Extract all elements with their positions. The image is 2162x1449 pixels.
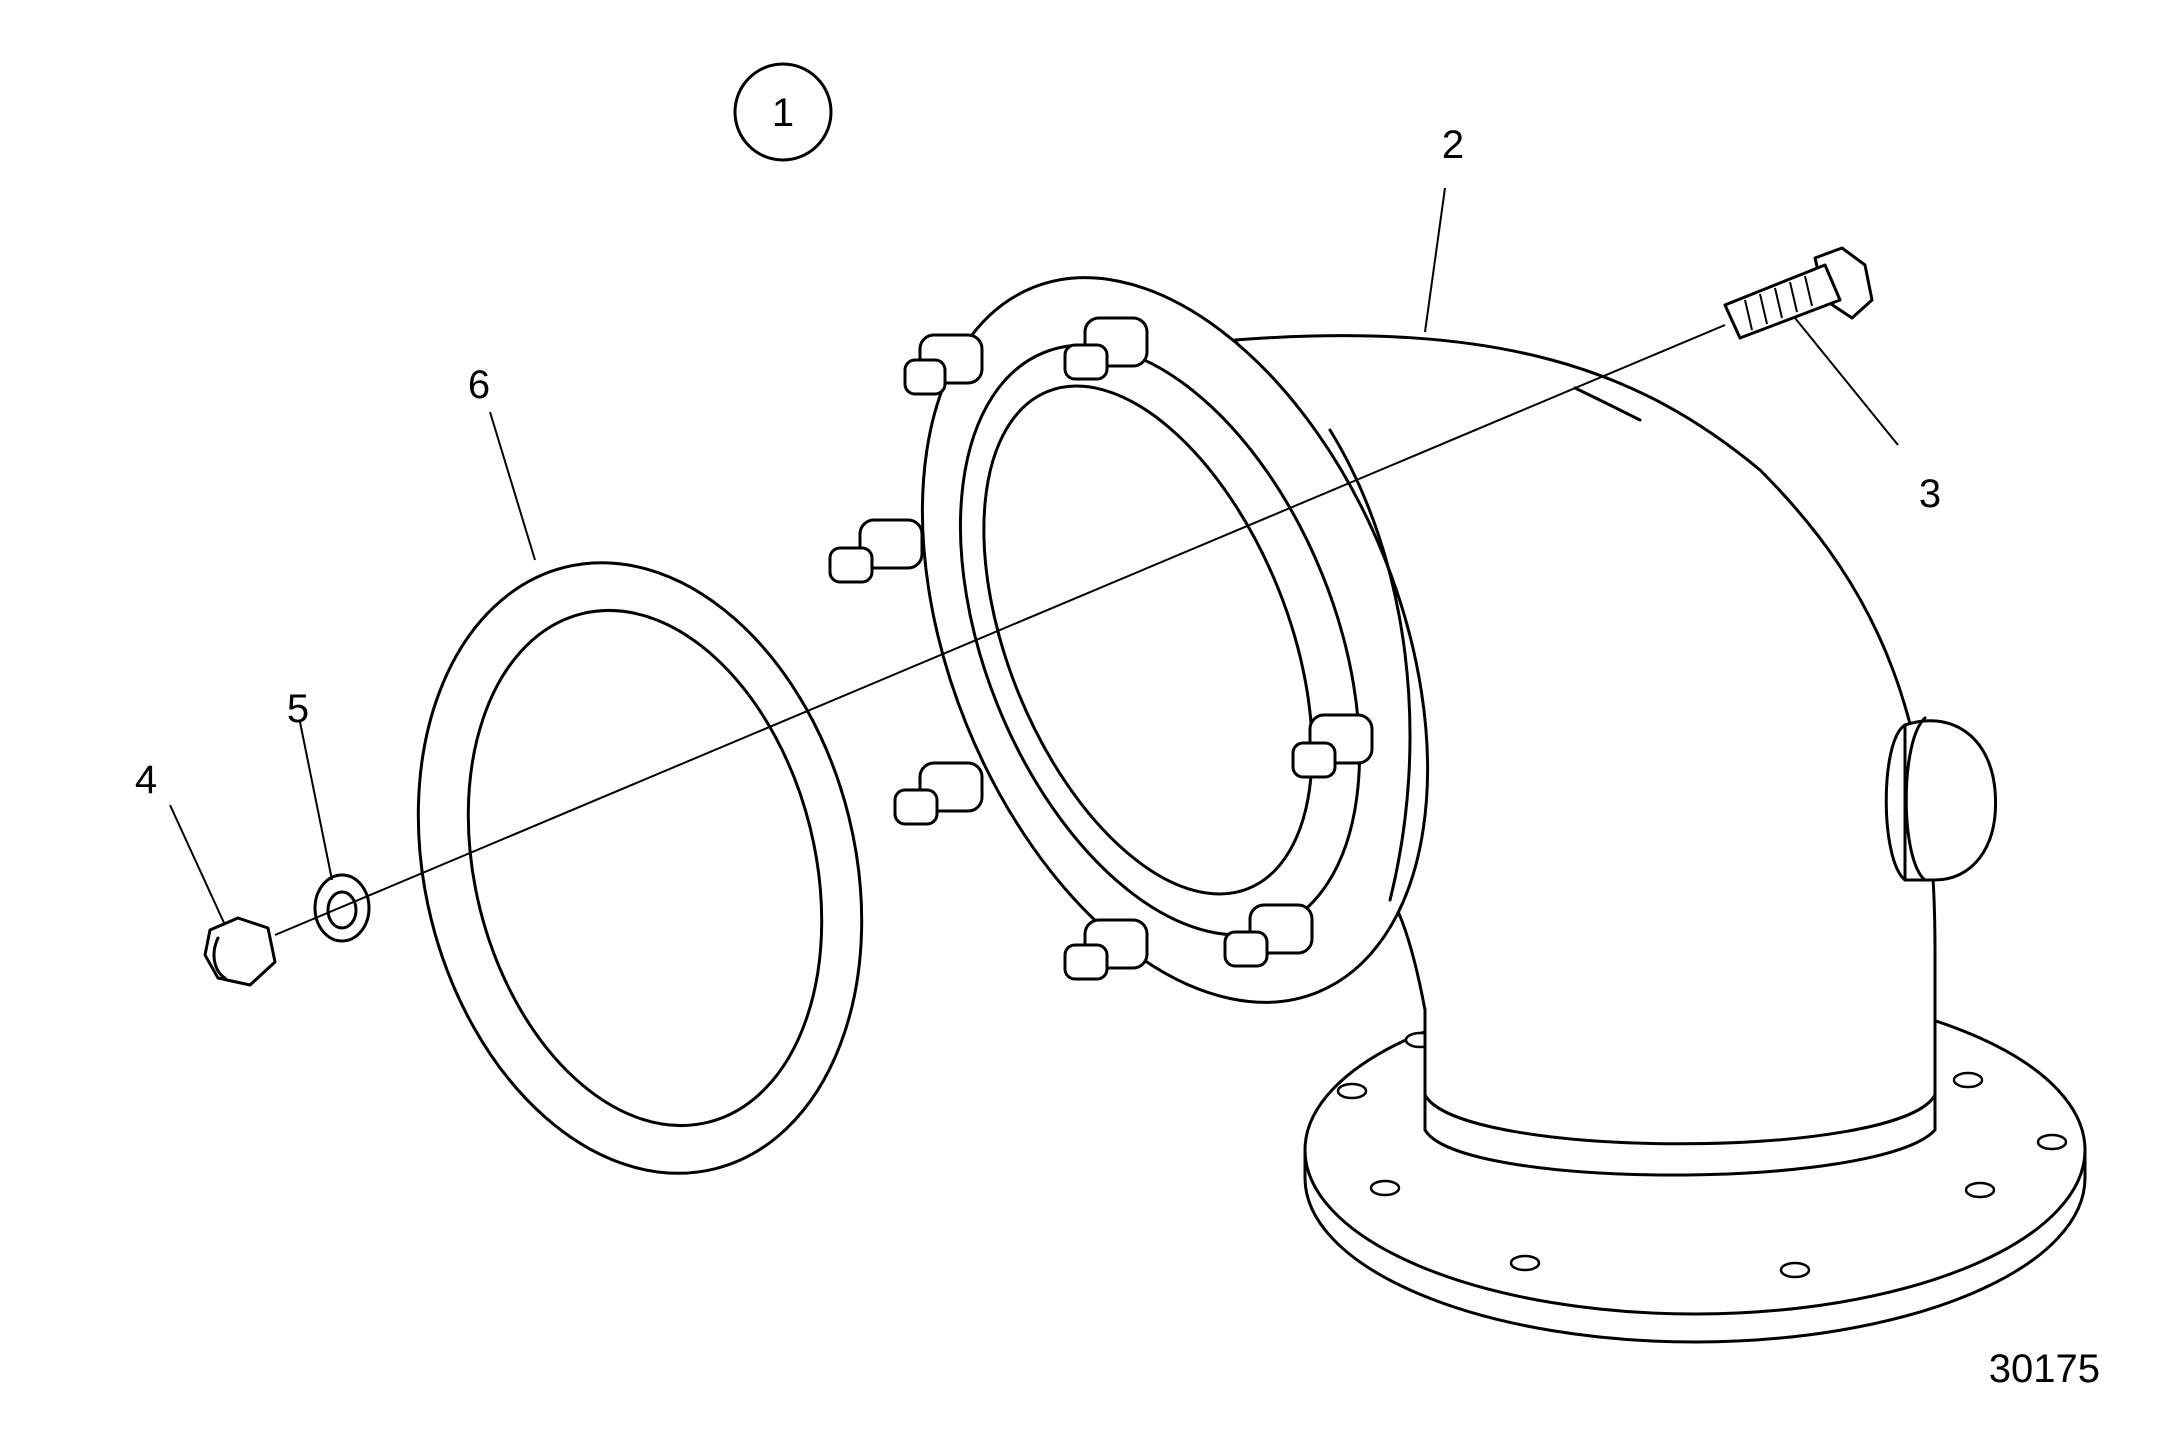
stud bbox=[1223, 903, 1314, 968]
label-part-6: 6 bbox=[468, 363, 490, 407]
washer bbox=[313, 873, 371, 943]
drawing-number: 30175 bbox=[1989, 1347, 2100, 1391]
bolt bbox=[1723, 246, 1874, 340]
stud bbox=[828, 518, 924, 584]
stud bbox=[893, 761, 984, 826]
label-part-2: 2 bbox=[1442, 123, 1464, 167]
stud bbox=[1063, 918, 1149, 981]
assembly-callout-circle bbox=[733, 62, 833, 162]
elbow-flange bbox=[920, 276, 1430, 1004]
assembly-callout-number: 1 bbox=[772, 91, 794, 135]
stud bbox=[1063, 316, 1149, 381]
label-part-5: 5 bbox=[287, 687, 309, 731]
studs bbox=[828, 316, 1374, 981]
elbow-pipe bbox=[1233, 334, 2087, 1344]
flange-bolt-holes bbox=[1336, 1031, 2068, 1279]
assembly-axis-line bbox=[274, 324, 1726, 936]
label-part-3: 3 bbox=[1919, 472, 1941, 516]
leader-lines bbox=[169, 187, 1899, 926]
stud bbox=[1291, 713, 1374, 779]
stud bbox=[903, 333, 984, 396]
label-part-4: 4 bbox=[135, 758, 157, 802]
gasket bbox=[416, 561, 864, 1175]
nut bbox=[203, 916, 277, 987]
